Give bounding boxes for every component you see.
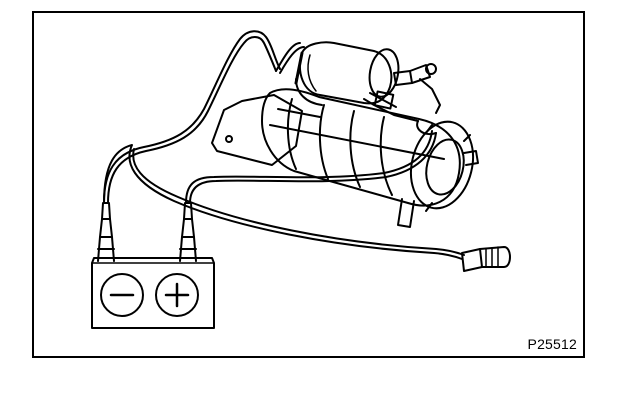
figure-code-label: P25512 bbox=[527, 336, 577, 352]
wire bbox=[189, 132, 437, 204]
solenoid-bracket bbox=[295, 78, 323, 106]
housing-rib bbox=[379, 116, 393, 196]
solenoid bbox=[294, 41, 400, 106]
solenoid-cap bbox=[368, 48, 400, 98]
terminal-nut bbox=[425, 63, 437, 75]
end-cover-detail bbox=[425, 124, 471, 212]
figure-frame: P25512 bbox=[32, 11, 585, 358]
battery-negative-terminal-icon bbox=[100, 273, 144, 317]
negative-lead bbox=[103, 30, 281, 204]
positive-clip bbox=[179, 202, 197, 262]
starter-motor bbox=[211, 41, 479, 228]
wire bbox=[103, 144, 463, 260]
output-stud bbox=[397, 198, 415, 228]
terminal-bracket bbox=[419, 78, 441, 114]
clip-jaw bbox=[179, 236, 197, 262]
terminal-50 bbox=[393, 63, 441, 114]
wire bbox=[275, 42, 301, 72]
clip-jaw bbox=[97, 236, 115, 262]
wire bbox=[416, 120, 437, 135]
solenoid-lead bbox=[275, 42, 437, 135]
wire bbox=[185, 130, 433, 204]
battery-case bbox=[91, 257, 215, 329]
clip-body bbox=[181, 218, 195, 238]
wire bbox=[107, 36, 277, 204]
end-cover-tab bbox=[463, 150, 479, 166]
terminal-50-lead bbox=[103, 144, 465, 260]
terminal-c-block bbox=[373, 90, 395, 110]
wire bbox=[279, 46, 305, 74]
flange-bolt-hole bbox=[225, 135, 233, 143]
battery-positive-terminal-icon bbox=[155, 273, 199, 317]
connector-body bbox=[461, 248, 483, 272]
solenoid-shade bbox=[307, 54, 317, 92]
housing-seam bbox=[277, 108, 321, 118]
connector-ribs bbox=[485, 246, 499, 268]
negative-clip bbox=[97, 202, 115, 262]
wire bbox=[103, 30, 281, 204]
test-connector bbox=[461, 246, 511, 272]
solenoid-can bbox=[299, 41, 393, 105]
terminal-c-strap bbox=[363, 98, 419, 122]
motor-body bbox=[261, 88, 461, 207]
connector-plug bbox=[479, 246, 511, 268]
positive-lead bbox=[185, 130, 437, 204]
solenoid-band bbox=[294, 51, 304, 85]
wire bbox=[132, 148, 465, 256]
mounting-flange bbox=[211, 94, 303, 166]
clip-body bbox=[99, 218, 113, 238]
end-cover bbox=[410, 120, 474, 210]
clip-boot bbox=[183, 202, 193, 220]
clip-boot bbox=[101, 202, 111, 220]
starter-test-diagram bbox=[91, 30, 511, 329]
housing-rib bbox=[318, 104, 329, 180]
end-cover-inner bbox=[425, 138, 465, 196]
battery bbox=[91, 257, 215, 329]
housing-rib bbox=[286, 98, 297, 170]
